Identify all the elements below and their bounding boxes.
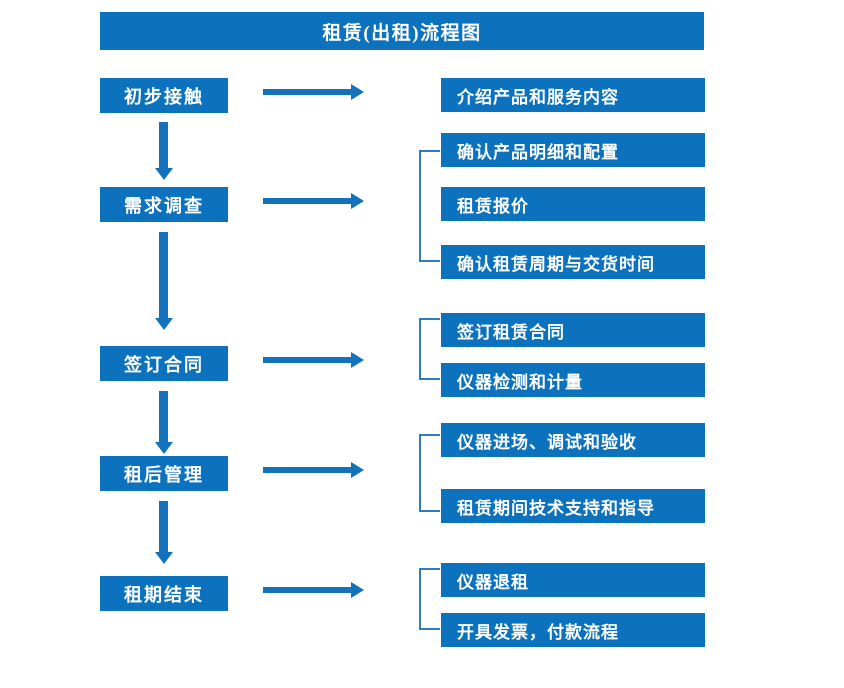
right-arrow-icon-5 — [263, 587, 351, 593]
down-arrow-icon-1 — [159, 122, 168, 169]
detail-confirm-period-delivery[interactable]: 确认租赁周期与交货时间 — [441, 245, 705, 279]
down-arrow-icon-2 — [159, 232, 168, 319]
stage-needs-survey[interactable]: 需求调查 — [100, 187, 228, 222]
group-bracket-3 — [419, 318, 440, 380]
stage-rental-end[interactable]: 租期结束 — [100, 576, 228, 611]
detail-technical-support[interactable]: 租赁期间技术支持和指导 — [441, 489, 705, 523]
detail-return-instrument[interactable]: 仪器退租 — [441, 563, 705, 597]
detail-confirm-spec-config[interactable]: 确认产品明细和配置 — [441, 133, 705, 167]
stage-sign-contract[interactable]: 签订合同 — [100, 346, 228, 381]
detail-sign-rental-contract[interactable]: 签订租赁合同 — [441, 313, 705, 347]
detail-introduce-products[interactable]: 介绍产品和服务内容 — [441, 78, 705, 112]
detail-onsite-commission-acceptance[interactable]: 仪器进场、调试和验收 — [441, 423, 705, 457]
right-arrow-icon-1 — [263, 89, 351, 95]
right-arrow-icon-2 — [263, 198, 351, 204]
flowchart-title-banner: 租赁(出租)流程图 — [100, 12, 704, 50]
stage-initial-contact[interactable]: 初步接触 — [100, 78, 228, 113]
right-arrow-icon-4 — [263, 467, 351, 473]
group-bracket-2 — [419, 150, 440, 262]
stage-post-rental-management[interactable]: 租后管理 — [100, 456, 228, 491]
down-arrow-icon-4 — [159, 501, 168, 553]
detail-rental-quotation[interactable]: 租赁报价 — [441, 187, 705, 221]
right-arrow-icon-3 — [263, 357, 351, 363]
group-bracket-4 — [419, 434, 440, 512]
group-bracket-5 — [419, 568, 440, 630]
detail-invoice-payment[interactable]: 开具发票，付款流程 — [441, 613, 705, 647]
detail-instrument-inspection[interactable]: 仪器检测和计量 — [441, 363, 705, 397]
down-arrow-icon-3 — [159, 391, 168, 443]
